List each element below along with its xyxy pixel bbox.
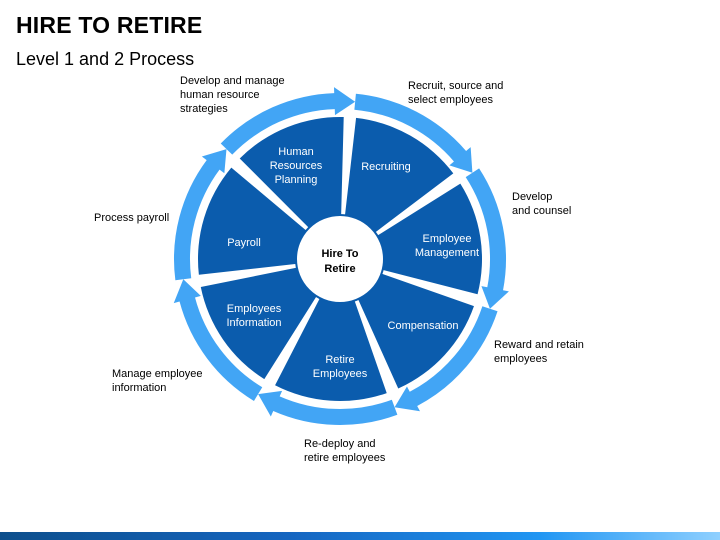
outer-label-6-line-1: human resource: [180, 89, 260, 101]
outer-label-2: Reward and retain employees: [494, 338, 584, 366]
segment-2-label-line-0: Compensation: [388, 320, 459, 332]
outer-label-1-line-0: Develop: [512, 191, 553, 203]
segment-3: [275, 298, 387, 401]
segment-5: [197, 167, 307, 275]
segment-3-label-line-1: Employees: [313, 368, 368, 380]
cycle-arrow-3: [258, 390, 398, 426]
segment-4-label-line-0: Employees: [227, 303, 282, 315]
cycle-arrow-1: [465, 168, 509, 309]
segment-4: [200, 267, 317, 380]
outer-label-0-line-0: Recruit, source and: [408, 80, 504, 92]
outer-label-0: Recruit, source and select employees: [408, 79, 503, 107]
cycle-arrow-5: [174, 149, 227, 281]
center-label-line2: Retire: [324, 263, 355, 275]
cycle-arrow-2: [394, 306, 498, 412]
outer-label-4-line-1: information: [112, 382, 167, 394]
outer-label-6: Develop and manage human resource strategi…: [180, 74, 285, 116]
segment-6-label-line-2: Planning: [275, 174, 318, 186]
segment-6-label-line-0: Human: [278, 146, 313, 158]
outer-label-3-line-1: retire employees: [304, 452, 386, 464]
segment-0-label-line-0: Recruiting: [361, 161, 411, 173]
outer-label-1: Develop and counsel: [512, 190, 571, 218]
segment-1: [377, 183, 483, 295]
outer-label-2-line-0: Reward and retain: [494, 339, 584, 351]
outer-label-1-line-1: and counsel: [512, 205, 572, 217]
outer-label-3-line-0: Re-deploy and: [304, 438, 376, 450]
outer-label-3: Re-deploy and retire employees: [304, 437, 385, 465]
cycle-arrows: [173, 87, 509, 426]
segment-0: [344, 117, 454, 233]
cycle-arrow-4: [173, 279, 263, 401]
segment-5-label-line-0: Payroll: [227, 237, 261, 249]
cycle-arrow-0: [354, 93, 473, 173]
cycle-arrow-6: [220, 87, 356, 155]
page-subtitle: Level 1 and 2 Process: [16, 49, 195, 69]
outer-label-4: Manage employee information: [112, 367, 203, 395]
footer-bar: [0, 532, 720, 540]
outer-label-6-line-2: strategies: [180, 103, 228, 115]
segment-3-label-line-0: Retire: [325, 354, 354, 366]
outer-label-0-line-1: select employees: [408, 94, 493, 106]
segment-1-label-line-0: Employee: [423, 233, 472, 245]
segment-1-label-line-1: Management: [415, 247, 479, 259]
center-circle: [295, 214, 385, 304]
segment-6-label-line-1: Resources: [270, 160, 323, 172]
segment-labels: RecruitingEmployeeManagementCompensation…: [226, 146, 479, 380]
outer-label-4-line-0: Manage employee: [112, 368, 203, 380]
cycle-segments: [197, 117, 483, 401]
outer-label-6-line-0: Develop and manage: [180, 75, 285, 87]
segment-4-label-line-1: Information: [226, 317, 281, 329]
page-title: HIRE TO RETIRE: [16, 12, 203, 38]
center-label-line1: Hire To: [321, 248, 358, 260]
outer-label-2-line-1: employees: [494, 353, 548, 365]
outer-label-5: Process payroll: [94, 211, 169, 225]
segment-2: [358, 273, 474, 389]
outer-label-5-line-0: Process payroll: [94, 212, 170, 224]
segment-6: [239, 117, 344, 228]
